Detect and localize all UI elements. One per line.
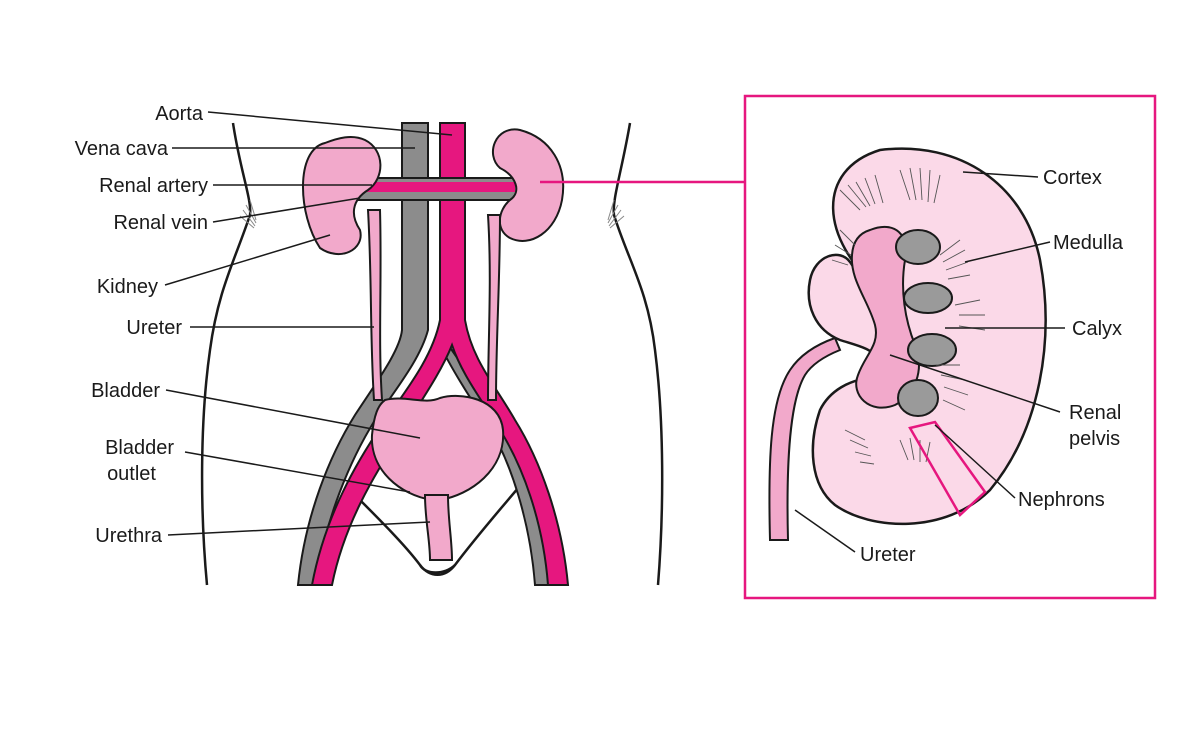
label-aorta: Aorta	[155, 103, 204, 125]
medulla-pyramids	[895, 229, 957, 417]
inset-renal-pelvis	[850, 225, 920, 409]
right-leader-lines	[794, 171, 1065, 553]
label-renal-vein: Renal vein	[113, 212, 208, 234]
cortex-striations	[831, 167, 986, 465]
label-bladder-outlet-1: Bladder	[105, 437, 174, 459]
label-renal-pelvis-1: Renal	[1069, 402, 1121, 424]
label-renal-artery: Renal artery	[99, 175, 208, 197]
left-labels: Aorta Vena cava Renal artery Renal vein …	[75, 103, 208, 547]
label-urethra: Urethra	[95, 525, 163, 547]
renal-artery	[355, 182, 515, 192]
right-labels: Cortex Medulla Calyx Renal pelvis Nephro…	[860, 167, 1124, 566]
label-kidney: Kidney	[97, 276, 158, 298]
label-nephrons: Nephrons	[1018, 489, 1105, 511]
left-leader-lines	[164, 111, 453, 536]
bladder	[370, 394, 505, 501]
aorta	[310, 122, 570, 586]
label-medulla: Medulla	[1053, 232, 1124, 254]
body-outline	[200, 122, 664, 586]
urethra	[423, 494, 454, 561]
ureters	[366, 209, 502, 401]
label-ureter-right: Ureter	[860, 544, 916, 566]
inset-ureter	[768, 336, 842, 541]
label-cortex: Cortex	[1043, 167, 1102, 189]
label-ureter-left: Ureter	[126, 317, 182, 339]
label-bladder-outlet-2: outlet	[107, 463, 156, 485]
label-bladder: Bladder	[91, 380, 160, 402]
label-calyx: Calyx	[1072, 318, 1122, 340]
label-renal-pelvis-2: pelvis	[1069, 428, 1120, 450]
label-vena-cava: Vena cava	[75, 138, 169, 160]
nephron-highlight	[908, 420, 987, 517]
left-kidney	[302, 135, 382, 255]
pelvic-outline	[351, 479, 526, 576]
body-shading	[239, 199, 625, 229]
